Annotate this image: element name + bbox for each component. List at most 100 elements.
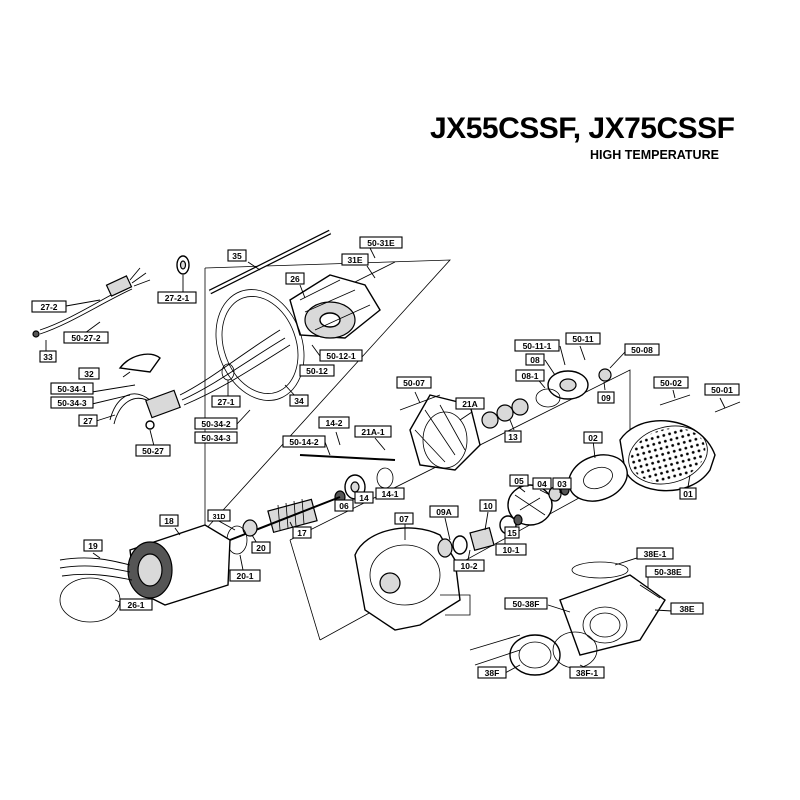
part-label-19: 19 [83,539,103,552]
part-label-34: 34 [289,394,309,407]
part-label-text: 50-14-2 [289,437,319,447]
part-label-text: 10-1 [502,545,519,555]
part-label-box [63,331,109,344]
part-label-text: 27 [83,416,93,426]
top-cover-26 [289,274,381,339]
part-label-box [653,376,689,389]
part-label-box [31,300,67,313]
part-label-text: 32 [84,369,94,379]
part-label-50-27-2: 50-27-2 [63,331,109,344]
part-label-20-1: 20-1 [229,569,261,582]
part-label-text: 50-11 [572,334,594,344]
screen-01 [619,420,716,492]
part-label-box [334,499,354,512]
part-label-text: 50-38F [513,599,540,609]
part-label-text: 06 [339,501,349,511]
part-label-32: 32 [78,367,100,380]
part-label-box [207,509,231,522]
part-label-14: 14 [354,491,374,504]
part-label-text: 02 [588,433,598,443]
part-label-box [509,474,529,487]
part-label-box [289,394,309,407]
part-label-text: 08 [530,355,540,365]
part-label-10-2: 10-2 [453,559,485,572]
part-label-box [504,430,522,443]
part-label-box [479,499,497,512]
part-label-box [299,364,335,377]
part-label-18: 18 [159,514,179,527]
part-label-27-2: 27-2 [31,300,67,313]
part-label-box [354,425,392,438]
part-label-text: 13 [508,432,518,442]
part-label-box [319,349,363,362]
part-label-50-07: 50-07 [396,376,432,389]
part-label-box [636,547,674,560]
part-label-text: 27-1 [217,397,234,407]
part-label-14-2: 14-2 [318,416,350,429]
part-label-box [679,487,697,500]
part-label-50-38E: 50-38E [645,565,691,578]
part-label-text: 50-27 [142,446,164,456]
part-label-21A-1: 21A-1 [354,425,392,438]
part-label-text: 50-11-1 [523,341,552,351]
part-label-box [455,397,485,410]
part-label-text: 50-12 [306,366,328,376]
part-label-box [396,376,432,389]
part-label-text: 03 [557,479,567,489]
part-label-text: 38E-1 [644,549,667,559]
part-label-box [251,541,271,554]
part-label-text: 15 [507,528,517,538]
part-label-box [453,559,485,572]
part-label-text: 38F [485,668,500,678]
part-label-box [119,598,153,611]
part-label-text: 31D [213,514,226,521]
part-label-text: 50-38E [654,567,682,577]
part-label-box [565,332,601,345]
part-label-box [569,666,605,679]
part-label-text: 33 [43,352,53,362]
parts-drawing [32,229,741,676]
part-label-text: 19 [88,541,98,551]
part-label-50-12: 50-12 [299,364,335,377]
part-label-box [514,339,560,352]
part-label-box [359,236,403,249]
part-label-50-34-1: 50-34-1 [50,382,94,395]
part-label-box [552,477,572,490]
bearings-13 [481,398,529,429]
part-label-04: 04 [532,477,552,490]
part-label-13: 13 [504,430,522,443]
cable-entry-27 [109,353,181,430]
part-label-box [670,602,704,615]
part-label-27-1: 27-1 [211,395,241,408]
gasket-ring-34 [215,289,305,401]
part-label-box [135,444,171,457]
part-label-box [477,666,507,679]
part-label-text: 50-12-1 [326,351,356,361]
part-label-box [532,477,552,490]
part-label-box [292,526,312,539]
part-label-box [227,249,247,262]
part-label-text: 01 [683,489,693,499]
part-label-31D: 31D [207,509,231,522]
cable-27-2 [32,267,151,338]
part-label-26: 26 [285,272,305,285]
part-label-box [229,569,261,582]
impeller-21A [409,394,481,471]
part-label-box [429,505,459,518]
diagram-subtitle: HIGH TEMPERATURE [590,148,719,162]
part-label-box [83,539,103,552]
part-label-text: 50-34-3 [201,433,231,443]
part-label-box [495,543,527,556]
rod-35 [208,229,332,295]
part-label-50-34-2: 50-34-2 [194,417,238,430]
part-label-38E-1: 38E-1 [636,547,674,560]
part-label-09: 09 [597,391,615,404]
part-label-text: 35 [232,251,242,261]
part-label-text: 18 [164,516,174,526]
part-label-text: 34 [294,396,304,406]
part-label-38F-1: 38F-1 [569,666,605,679]
part-label-text: 50-02 [660,378,682,388]
part-label-box [645,565,691,578]
part-label-text: 04 [537,479,547,489]
